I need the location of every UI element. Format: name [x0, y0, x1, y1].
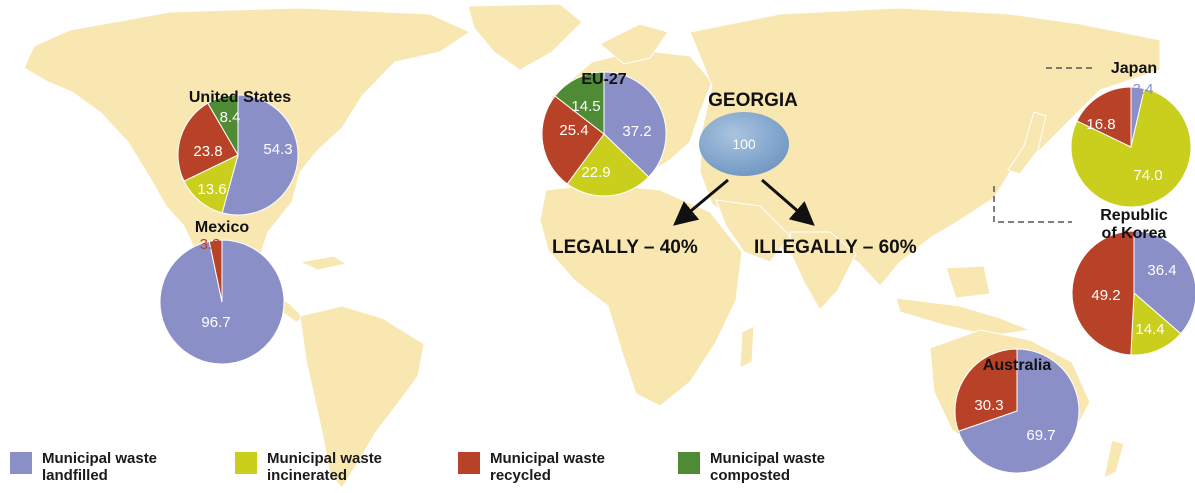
pie-japan: Japan 3.4 74.0 16.8 [1070, 60, 1192, 208]
pie-value-label-united-states: 8.4 [220, 109, 241, 126]
pie-title-eu-27: EU-27 [581, 71, 626, 88]
georgia-bubble [699, 112, 789, 176]
pie-mexico: Mexico 96.7 3.3 [159, 219, 285, 365]
legally-label: LEGALLY – 40% [552, 237, 698, 258]
pie-value-label-japan: 74.0 [1133, 167, 1162, 184]
pie-value-label-united-states: 13.6 [197, 181, 226, 198]
map-madagascar [739, 325, 755, 369]
map-new-zealand [1103, 439, 1125, 479]
pie-slice-eu-27-landfilled [603, 71, 667, 178]
map-greenland [467, 3, 583, 71]
pie-slice-australia-recycled [954, 348, 1018, 432]
pie-slice-republic-of-korea-incinerated [1130, 291, 1182, 356]
legend-swatch-incinerated [235, 452, 257, 474]
map-overlay: 100 GEORGIA LEGALLY – 40% ILLEGALLY – 60% [552, 67, 1092, 258]
pie-value-label-australia: 69.7 [1026, 427, 1055, 444]
pie-slice-eu-27-composted [554, 71, 605, 136]
pie-value-label-united-states: 23.8 [193, 143, 222, 160]
pie-value-label-japan: 3.4 [1133, 81, 1154, 98]
georgia-title: GEORGIA [708, 90, 798, 111]
pie-united-states: United States 54.3 13.6 23.8 8.4 [177, 89, 299, 216]
pie-slice-australia-landfilled [957, 348, 1080, 474]
pie-slice-united-states-composted [207, 94, 239, 157]
japan-korea-connector [993, 67, 1092, 223]
map-se-asia-islands [895, 297, 1032, 337]
pie-eu-27: EU-27 37.2 22.9 25.4 14.5 [541, 71, 667, 197]
pie-slice-eu-27-incinerated [566, 133, 650, 197]
pie-title-united-states: United States [189, 89, 291, 106]
pie-slice-republic-of-korea-recycled [1071, 230, 1135, 356]
legend-label-composted: Municipal waste composted [710, 450, 826, 484]
pie-value-label-australia: 30.3 [974, 397, 1003, 414]
pie-slice-japan-recycled [1076, 86, 1132, 148]
arrow-illegally [761, 178, 815, 226]
map-caribbean [298, 255, 348, 271]
pie-value-label-mexico: 3.3 [200, 236, 221, 253]
pie-value-label-japan: 16.8 [1086, 116, 1115, 133]
pie-title-mexico: Mexico [195, 219, 249, 236]
pie-slice-japan-incinerated [1070, 87, 1192, 208]
legend-swatch-recycled [458, 452, 480, 474]
pie-value-label-mexico: 96.7 [201, 314, 230, 331]
map-south-america [299, 305, 425, 489]
illegally-label: ILLEGALLY – 60% [754, 237, 917, 258]
pie-australia: Australia 69.7 30.3 [954, 348, 1080, 474]
legend: Municipal waste landfilled Municipal was… [10, 450, 910, 490]
pie-slice-eu-27-recycled [541, 95, 605, 185]
pie-slice-united-states-recycled [177, 102, 239, 182]
georgia-value: 100 [732, 136, 756, 152]
map-borneo [945, 265, 991, 299]
pie-value-label-eu-27: 37.2 [622, 123, 651, 140]
map-arabia [715, 199, 791, 263]
map-africa [539, 183, 743, 407]
legend-label-incinerated: Municipal waste incinerated [267, 450, 383, 484]
legend-label-recycled: Municipal waste recycled [490, 450, 606, 484]
arrow-legally [673, 178, 729, 226]
pie-value-label-eu-27: 25.4 [559, 122, 588, 139]
pie-title-japan: Japan [1111, 60, 1157, 77]
map-scandinavia [599, 23, 669, 65]
pie-value-label-eu-27: 22.9 [581, 164, 610, 181]
pie-value-label-republic-of-korea: 14.4 [1135, 321, 1164, 338]
pie-slice-united-states-landfilled [221, 94, 299, 216]
pie-slice-republic-of-korea-landfilled [1133, 230, 1195, 335]
pie-value-label-republic-of-korea: 49.2 [1091, 287, 1120, 304]
pie-slice-mexico-recycled [208, 239, 223, 303]
legend-swatch-landfilled [10, 452, 32, 474]
map-japan [1007, 111, 1047, 175]
map-india [789, 231, 857, 311]
legend-label-landfilled: Municipal waste landfilled [42, 450, 158, 484]
pie-value-label-united-states: 54.3 [263, 141, 292, 158]
pie-title-australia: Australia [983, 357, 1052, 374]
pie-value-label-republic-of-korea: 36.4 [1147, 262, 1176, 279]
pie-value-label-eu-27: 14.5 [571, 98, 600, 115]
legend-swatch-composted [678, 452, 700, 474]
